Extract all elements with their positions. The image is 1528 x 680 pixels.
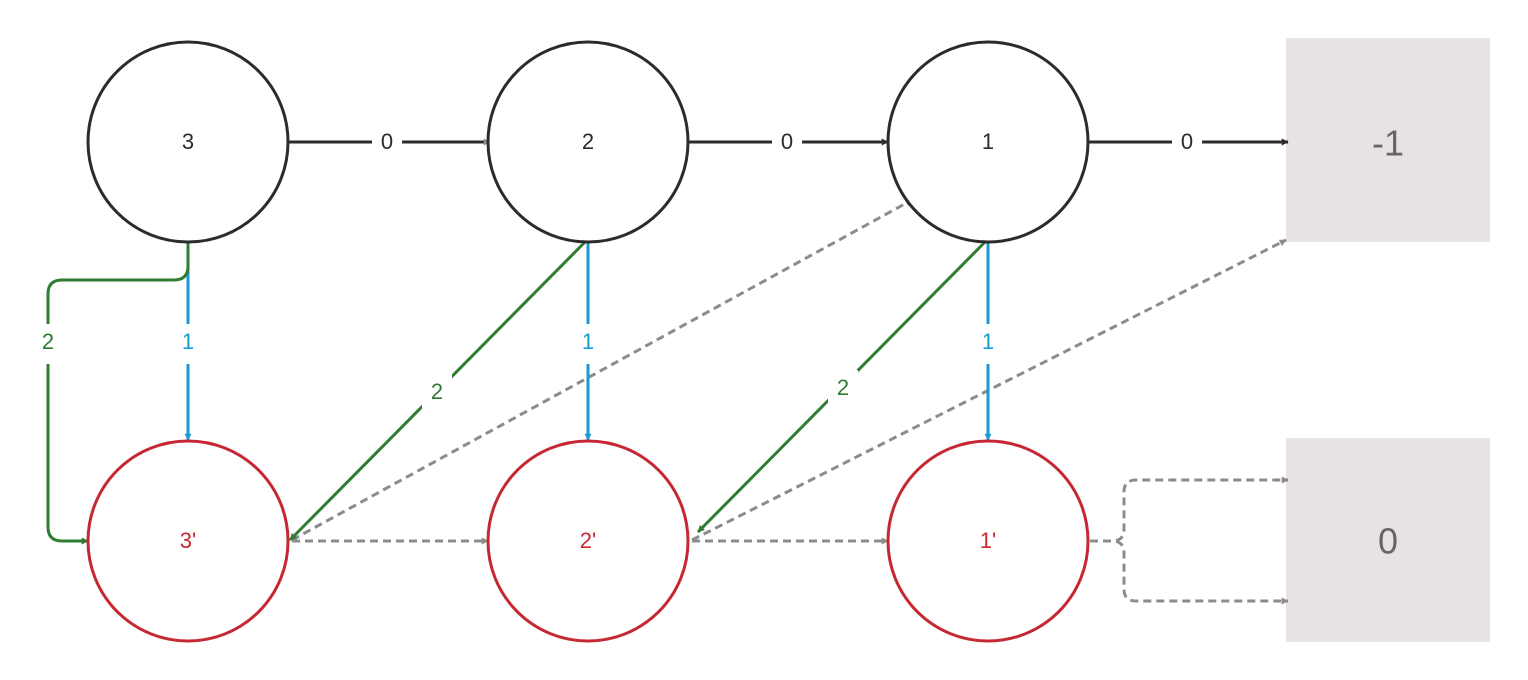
- edge-1p-to-0-lower: [1090, 539, 1289, 605]
- edge-3p-to-1: [291, 198, 913, 542]
- edge-label-2-3p: 2: [431, 379, 443, 404]
- node-label-1p: 1': [980, 528, 996, 553]
- edge-label-3-2: 0: [381, 129, 393, 154]
- edge-1p-to-0-upper: [1090, 476, 1289, 543]
- node-label-2p: 2': [580, 528, 596, 553]
- edge-label-1-2p: 2: [837, 375, 849, 400]
- node-label-2: 2: [582, 129, 594, 154]
- edge-label-1-neg1: 0: [1181, 129, 1193, 154]
- terminal-label-neg1: -1: [1372, 123, 1404, 164]
- terminal-box-neg1: [1286, 38, 1490, 242]
- edge-label-1-1p: 1: [982, 329, 994, 354]
- node-2: [486, 40, 690, 244]
- node-1: [886, 40, 1090, 244]
- edge-label-3-3p: 1: [182, 329, 194, 354]
- node-label-3: 3: [182, 129, 194, 154]
- terminal-box-0: [1286, 438, 1490, 642]
- node-label-3p: 3': [180, 528, 196, 553]
- edge-3-to-3p-green: [46, 242, 190, 545]
- node-1p: [886, 439, 1090, 643]
- node-3: [86, 40, 290, 244]
- node-2p: [486, 439, 690, 643]
- edge-label-2-1: 0: [781, 129, 793, 154]
- edge-label-2-2p: 1: [582, 329, 594, 354]
- node-label-1: 1: [982, 129, 994, 154]
- terminal-label-0: 0: [1378, 521, 1398, 562]
- node-3p: [86, 439, 290, 643]
- edge-label-3-3p-green: 2: [42, 329, 54, 354]
